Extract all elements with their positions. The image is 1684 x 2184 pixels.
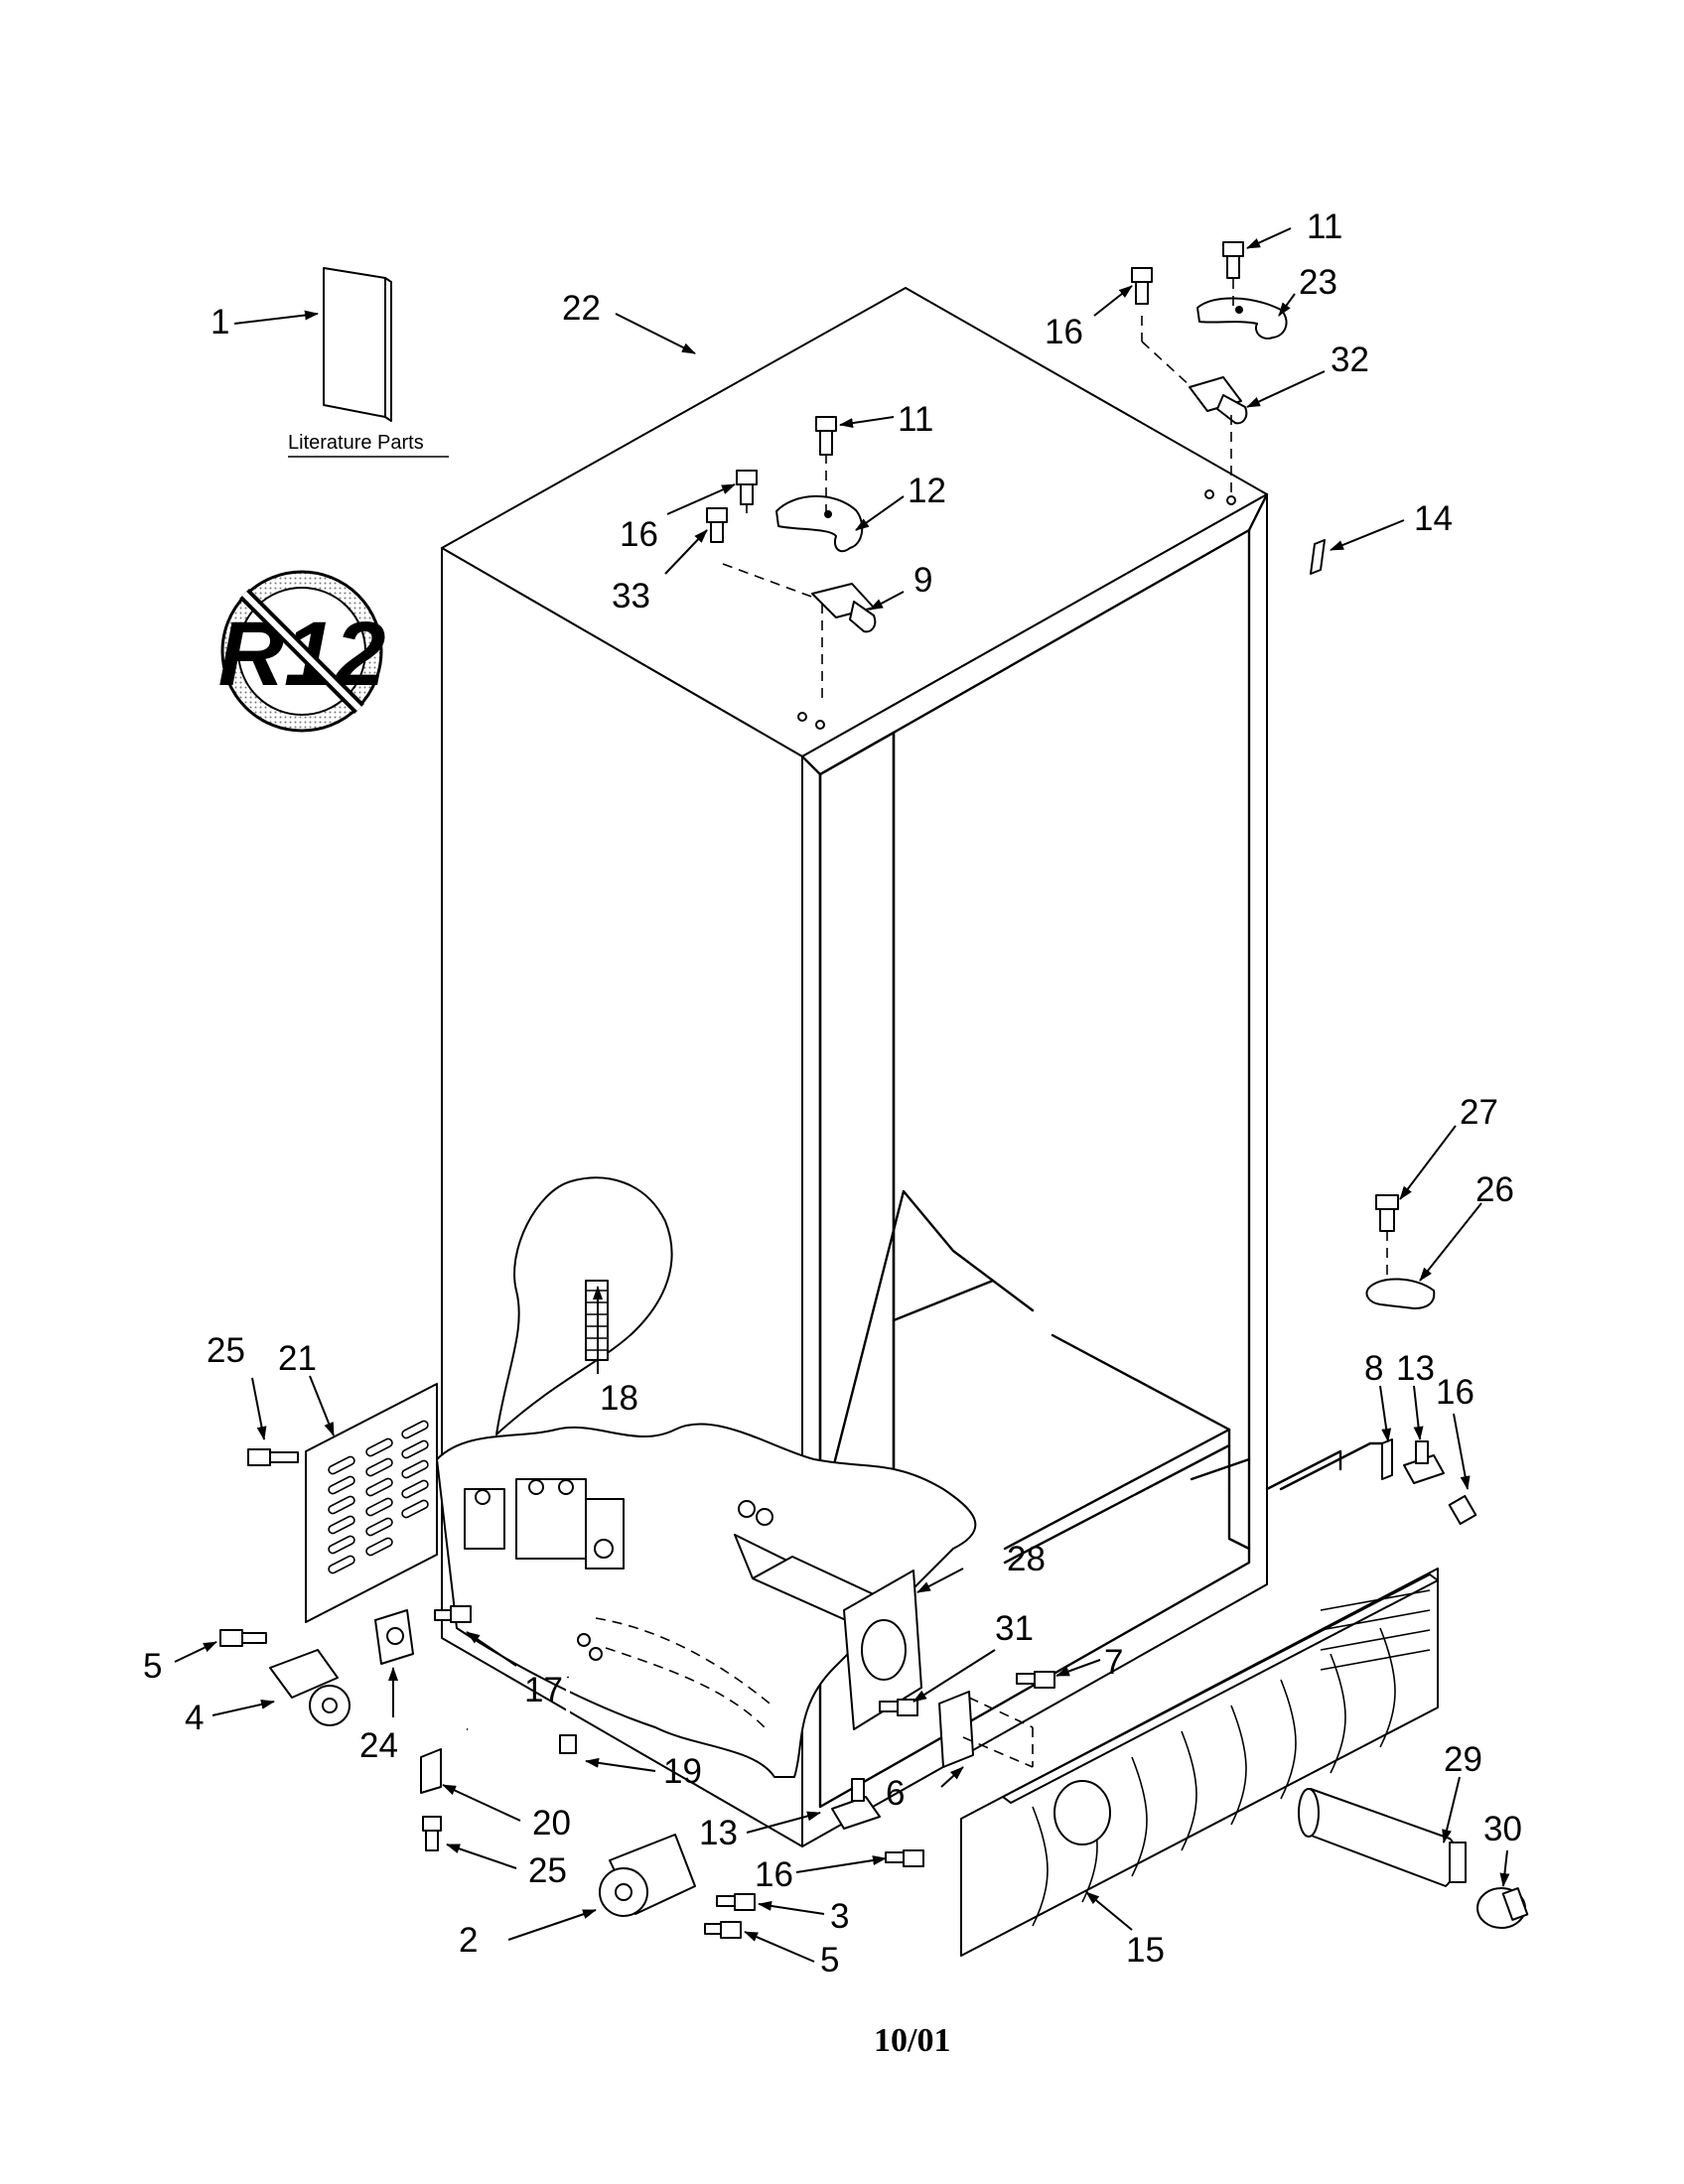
callout-23: 23 bbox=[1299, 263, 1337, 302]
clip-part-14 bbox=[1310, 539, 1326, 575]
no-r12-logo: R12 bbox=[218, 570, 385, 733]
screw-17 bbox=[434, 1605, 472, 1623]
screw-16-right-lower bbox=[1448, 1494, 1477, 1526]
callout-13-right: 13 bbox=[1396, 1349, 1435, 1388]
literature-booklet: Literature Parts bbox=[288, 267, 449, 458]
callout-8: 8 bbox=[1364, 1349, 1383, 1388]
callout-13-lower: 13 bbox=[699, 1814, 738, 1852]
callout-25-upper: 25 bbox=[207, 1331, 245, 1370]
callout-5-left: 5 bbox=[143, 1647, 162, 1686]
footer-date: 10/01 bbox=[874, 2022, 950, 2059]
callout-11-center: 11 bbox=[898, 400, 933, 439]
callout-29: 29 bbox=[1444, 1740, 1482, 1779]
top-hinge-right bbox=[1141, 262, 1288, 492]
callout-4: 4 bbox=[185, 1699, 204, 1737]
callout-11-right: 11 bbox=[1307, 207, 1342, 246]
screw-3 bbox=[716, 1893, 756, 1911]
callout-21: 21 bbox=[278, 1339, 317, 1378]
callout-9: 9 bbox=[913, 561, 932, 600]
filter-cap-part-30 bbox=[1476, 1887, 1529, 1929]
screw-5-bottom bbox=[704, 1921, 742, 1939]
callout-22: 22 bbox=[562, 289, 601, 328]
callout-15: 15 bbox=[1126, 1931, 1165, 1970]
callout-32: 32 bbox=[1331, 341, 1369, 379]
callout-16-lower: 16 bbox=[755, 1855, 793, 1894]
screw-31 bbox=[879, 1699, 918, 1716]
callout-6: 6 bbox=[886, 1774, 905, 1813]
right-leveler-brackets bbox=[1279, 1438, 1477, 1526]
callout-27: 27 bbox=[1460, 1093, 1498, 1132]
front-roller-bottom bbox=[599, 1834, 756, 1939]
bracket-part-13-lower bbox=[831, 1778, 881, 1830]
callout-2: 2 bbox=[459, 1921, 478, 1960]
screw-5-left bbox=[219, 1629, 267, 1647]
callout-33: 33 bbox=[612, 577, 650, 615]
literature-parts-caption: Literature Parts bbox=[288, 432, 424, 454]
callout-19: 19 bbox=[663, 1752, 702, 1791]
callout-31: 31 bbox=[995, 1609, 1034, 1648]
callout-28: 28 bbox=[1007, 1540, 1046, 1578]
screw-16-lower bbox=[885, 1849, 924, 1867]
clip-part-20 bbox=[420, 1748, 442, 1794]
water-tube-part-19 bbox=[457, 1676, 577, 1776]
callout-7: 7 bbox=[1104, 1643, 1123, 1682]
callout-16-top-center: 16 bbox=[620, 515, 658, 554]
callout-18: 18 bbox=[600, 1379, 638, 1418]
screw-16-right bbox=[1131, 267, 1153, 305]
callout-24: 24 bbox=[359, 1726, 398, 1765]
base-grille-part-15 bbox=[960, 1568, 1439, 1957]
callout-14: 14 bbox=[1414, 499, 1453, 538]
screw-7 bbox=[1016, 1671, 1055, 1689]
screws-top bbox=[706, 241, 1244, 543]
callout-3: 3 bbox=[830, 1897, 849, 1936]
screw-25-upper bbox=[247, 1448, 299, 1466]
screw-25-lower bbox=[422, 1816, 442, 1851]
callout-17: 17 bbox=[524, 1671, 563, 1709]
callout-1: 1 bbox=[210, 303, 229, 341]
cabinet-cutaway-view bbox=[436, 1176, 977, 1778]
bracket-part-24 bbox=[374, 1609, 414, 1665]
water-filter-part-29 bbox=[1298, 1788, 1467, 1887]
callout-26: 26 bbox=[1475, 1170, 1514, 1209]
screw-16-center bbox=[736, 470, 758, 505]
bracket-part-6 bbox=[938, 1691, 1034, 1768]
callout-12: 12 bbox=[908, 472, 946, 510]
callout-labels: 1 22 11 11 16 23 32 12 16 33 9 14 27 26 … bbox=[143, 207, 1522, 1979]
screw-33 bbox=[706, 507, 728, 543]
water-valve-assembly bbox=[464, 1478, 625, 1570]
callout-20: 20 bbox=[532, 1804, 571, 1843]
callout-16-right: 16 bbox=[1436, 1373, 1474, 1412]
screw-11-center bbox=[815, 416, 837, 456]
callout-leaders bbox=[174, 227, 1510, 1963]
callout-16-top-right: 16 bbox=[1045, 313, 1083, 351]
front-roller-left bbox=[219, 1629, 351, 1726]
screw-11-right bbox=[1222, 241, 1244, 279]
bracket-part-26 bbox=[1365, 1194, 1436, 1309]
callout-30: 30 bbox=[1483, 1810, 1522, 1848]
back-panel-part-21 bbox=[247, 1383, 438, 1623]
top-hinge-center bbox=[722, 437, 877, 703]
callout-25-lower: 25 bbox=[528, 1851, 567, 1890]
callout-5-bottom: 5 bbox=[820, 1941, 839, 1979]
filter-housing-part-28 bbox=[734, 1500, 922, 1730]
